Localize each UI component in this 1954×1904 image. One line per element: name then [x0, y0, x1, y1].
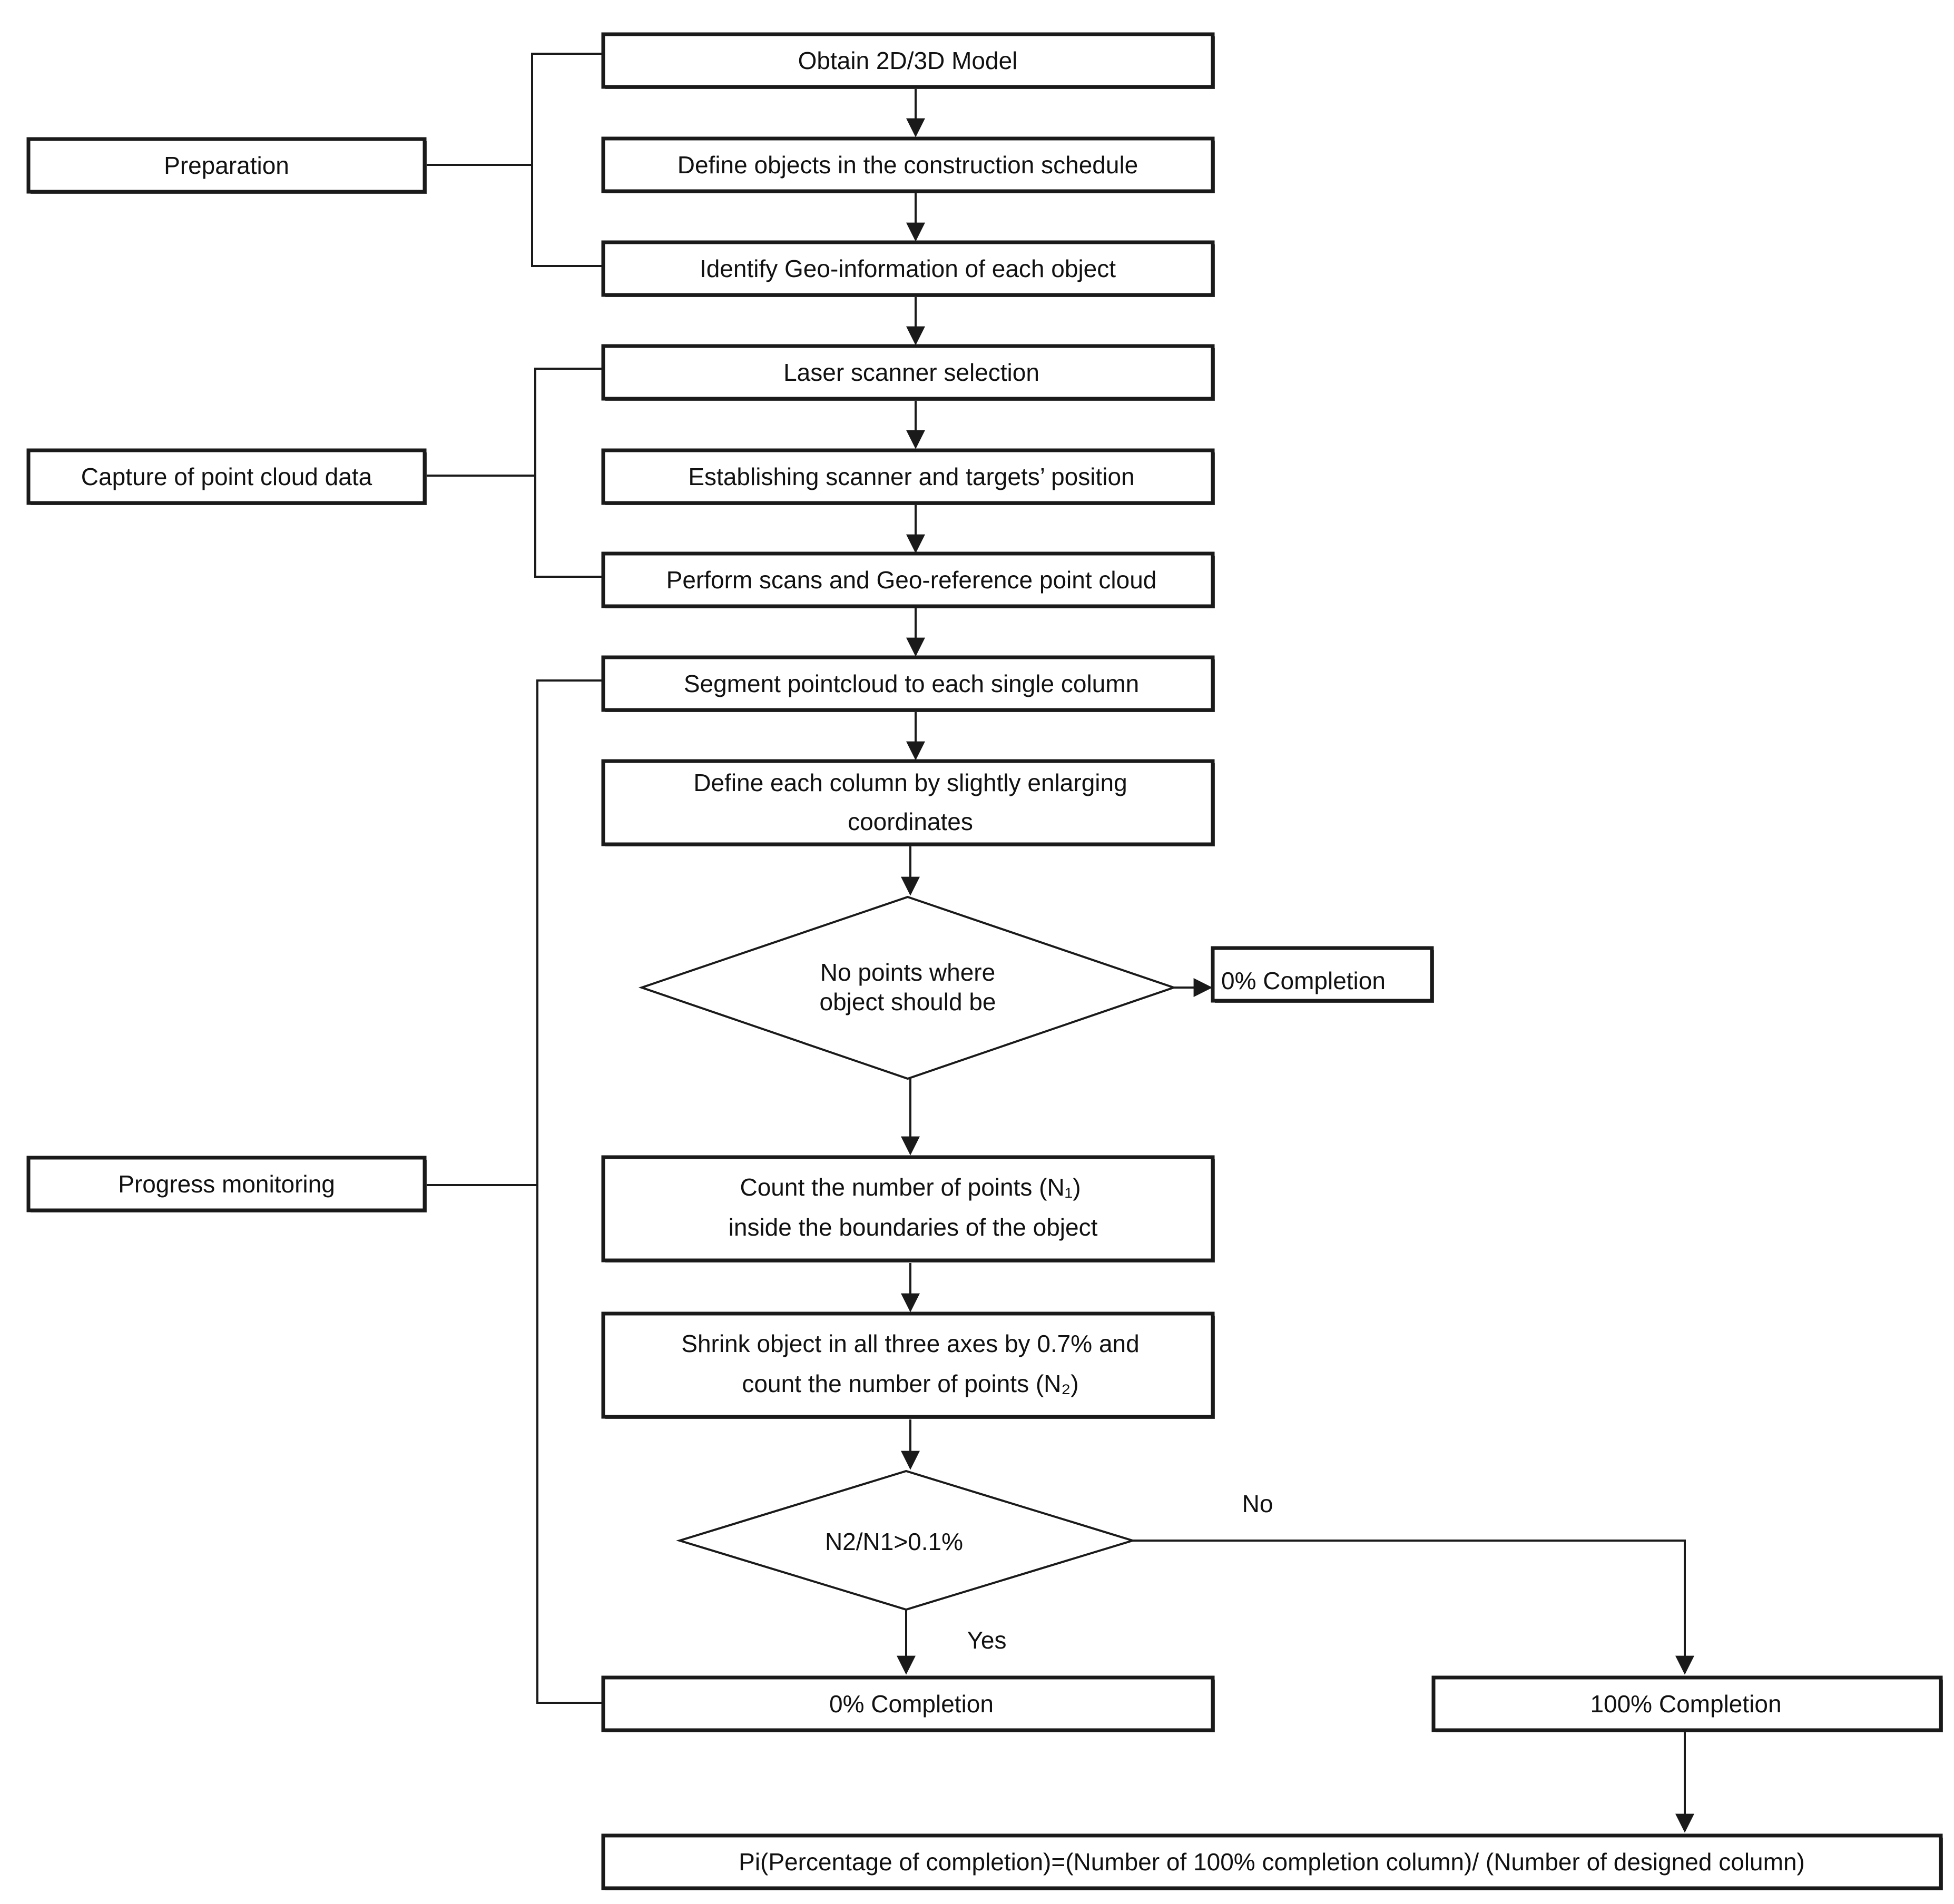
- edge-label-yes: Yes: [967, 1626, 1006, 1654]
- step-scanner-selection-label: Laser scanner selection: [783, 359, 1039, 386]
- step-define-objects-label: Define objects in the construction sched…: [677, 151, 1138, 179]
- step-shrink-line2: count the number of points (N₂): [742, 1370, 1078, 1397]
- step-count-n1: Count the number of points (N₁) inside t…: [601, 1155, 1215, 1262]
- decision-ratio-label: N2/N1>0.1%: [825, 1528, 963, 1555]
- step-count-n1-line2: inside the boundaries of the object: [729, 1214, 1098, 1241]
- flow-edges: [897, 88, 1694, 1833]
- step-segment-label: Segment pointcloud to each single column: [684, 670, 1139, 697]
- phase-capture: Capture of point cloud data: [26, 448, 427, 505]
- step-establish-position: Establishing scanner and targets’ positi…: [601, 448, 1215, 505]
- result-zero-completion-b: 0% Completion: [601, 1675, 1215, 1732]
- decision-no-points-line2: object should be: [819, 988, 996, 1015]
- decision-ratio: N2/N1>0.1%: [676, 1469, 1136, 1611]
- step-perform-scans: Perform scans and Geo-reference point cl…: [601, 551, 1215, 608]
- step-establish-position-label: Establishing scanner and targets’ positi…: [688, 463, 1134, 490]
- decision-no-points: No points where object should be: [638, 895, 1177, 1080]
- phase-capture-label: Capture of point cloud data: [81, 463, 372, 490]
- bracket-preparation: [531, 53, 603, 267]
- formula-label: Pi(Percentage of completion)=(Number of …: [739, 1848, 1805, 1876]
- step-count-n1-line1: Count the number of points (N₁): [740, 1173, 1081, 1201]
- phase-progress-label: Progress monitoring: [118, 1170, 335, 1198]
- step-define-column: Define each column by slightly enlarging…: [601, 759, 1215, 846]
- step-define-column-line1: Define each column by slightly enlarging: [693, 769, 1127, 796]
- phase-brackets: [426, 53, 603, 1704]
- step-define-column-line2: coordinates: [848, 808, 973, 835]
- result-hundred-completion-label: 100% Completion: [1590, 1690, 1781, 1718]
- edge-label-no: No: [1242, 1490, 1273, 1517]
- step-shrink: Shrink object in all three axes by 0.7% …: [601, 1311, 1215, 1419]
- step-scanner-selection: Laser scanner selection: [601, 344, 1215, 401]
- result-zero-completion-a: 0% Completion: [1211, 946, 1434, 1003]
- bracket-progress: [536, 679, 603, 1704]
- formula-box: Pi(Percentage of completion)=(Number of …: [601, 1833, 1943, 1890]
- decision-no-points-line1: No points where: [820, 959, 995, 986]
- phase-progress: Progress monitoring: [26, 1156, 427, 1212]
- result-hundred-completion: 100% Completion: [1431, 1675, 1943, 1732]
- step-identify-geo: Identify Geo-information of each object: [601, 240, 1215, 297]
- bracket-capture: [534, 368, 603, 578]
- step-define-objects: Define objects in the construction sched…: [601, 136, 1215, 193]
- step-obtain-model: Obtain 2D/3D Model: [601, 32, 1215, 89]
- step-shrink-line1: Shrink object in all three axes by 0.7% …: [681, 1330, 1139, 1357]
- edge-ratio-no: [1133, 1540, 1694, 1675]
- step-perform-scans-label: Perform scans and Geo-reference point cl…: [666, 566, 1157, 594]
- step-obtain-model-label: Obtain 2D/3D Model: [798, 47, 1018, 74]
- step-identify-geo-label: Identify Geo-information of each object: [700, 255, 1116, 282]
- result-zero-completion-a-label: 0% Completion: [1221, 967, 1386, 994]
- phase-preparation-label: Preparation: [164, 152, 289, 179]
- result-zero-completion-b-label: 0% Completion: [829, 1690, 994, 1718]
- step-segment: Segment pointcloud to each single column: [601, 655, 1215, 712]
- phase-preparation: Preparation: [26, 137, 427, 194]
